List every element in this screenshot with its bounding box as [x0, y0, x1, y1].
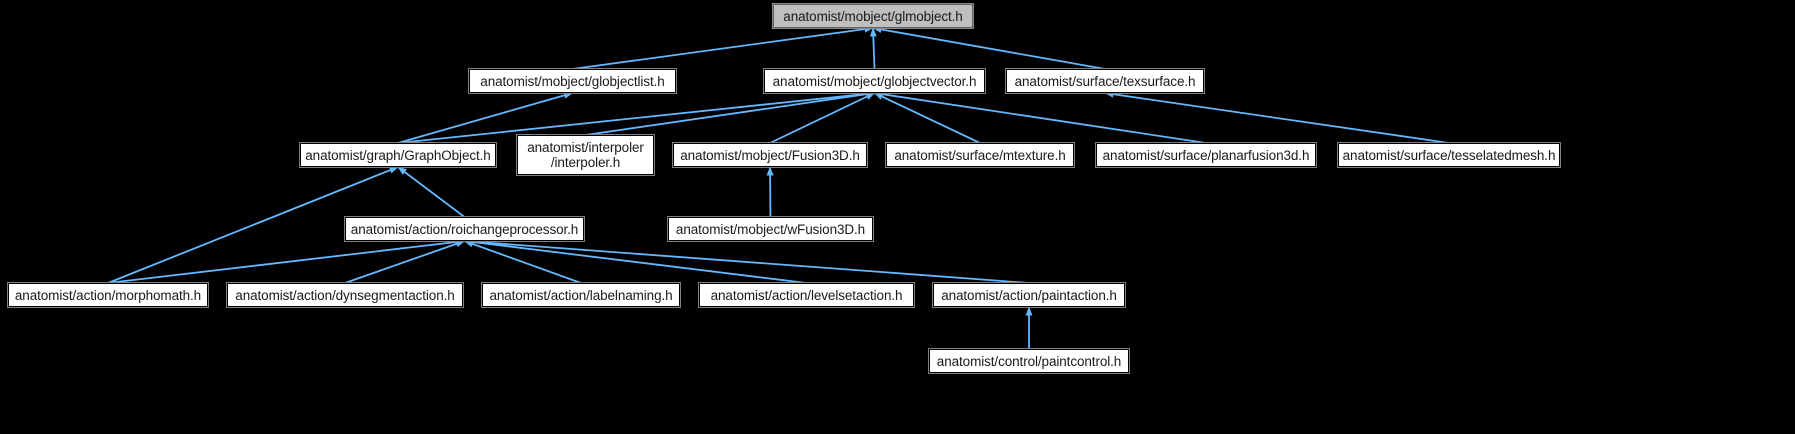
- graph-node-globjectvector[interactable]: anatomist/mobject/globjectvector.h: [763, 68, 986, 94]
- graph-edge-texsurface-to-glmobject: [872, 26, 1106, 70]
- graph-node-label: anatomist/surface/tesselatedmesh.h: [1342, 147, 1556, 163]
- graph-node-label: anatomist/interpoler /interpoler.h: [527, 140, 644, 170]
- graph-node-fusion3d[interactable]: anatomist/mobject/Fusion3D.h: [672, 142, 868, 168]
- graph-node-planarfusion3d[interactable]: anatomist/surface/planarfusion3d.h: [1095, 142, 1317, 168]
- graph-node-label: anatomist/mobject/globjectlist.h: [480, 73, 665, 89]
- graph-node-globjectlist[interactable]: anatomist/mobject/globjectlist.h: [468, 68, 677, 94]
- graph-node-label: anatomist/action/paintaction.h: [941, 287, 1117, 303]
- graph-node-morphomath[interactable]: anatomist/action/morphomath.h: [7, 282, 209, 308]
- graph-edge-tesselatedmesh-to-texsurface: [1104, 90, 1450, 144]
- graph-edge-globjectvector-to-glmobject: [869, 27, 877, 70]
- graph-node-interpoler[interactable]: anatomist/interpoler /interpoler.h: [516, 134, 655, 176]
- graph-node-wfusion3d[interactable]: anatomist/mobject/wFusion3D.h: [667, 216, 874, 242]
- graph-node-label: anatomist/surface/mtexture.h: [894, 147, 1066, 163]
- graph-edge-wfusion3d-to-fusion3d: [766, 166, 774, 218]
- graph-node-label: anatomist/action/levelsetaction.h: [710, 287, 903, 303]
- graph-edge-globjectlist-to-glmobject: [572, 25, 874, 70]
- graph-node-label: anatomist/mobject/Fusion3D.h: [680, 147, 860, 163]
- graph-edge-morphomath-to-roichange: [107, 238, 465, 284]
- graph-edge-mtexture-to-globjectvector: [874, 92, 981, 144]
- graph-node-tesselatedmesh[interactable]: anatomist/surface/tesselatedmesh.h: [1337, 142, 1561, 168]
- graph-edge-paintaction-to-roichange: [464, 238, 1030, 284]
- graph-node-label: anatomist/mobject/globjectvector.h: [772, 73, 977, 89]
- graph-node-label: anatomist/control/paintcontrol.h: [936, 353, 1122, 369]
- graph-node-label: anatomist/action/labelnaming.h: [489, 287, 673, 303]
- graph-node-labelnaming[interactable]: anatomist/action/labelnaming.h: [481, 282, 681, 308]
- graph-node-paintcontrol[interactable]: anatomist/control/paintcontrol.h: [928, 348, 1130, 374]
- graph-edge-levelset-to-roichange: [464, 238, 807, 284]
- graph-node-label: anatomist/action/roichangeprocessor.h: [350, 221, 579, 237]
- graph-edge-roichange-to-graphobject: [397, 166, 466, 218]
- graph-node-label: anatomist/action/dynsegmentaction.h: [235, 287, 455, 303]
- graph-node-label: anatomist/surface/planarfusion3d.h: [1102, 147, 1310, 163]
- graph-edge-fusion3d-to-globjectvector: [769, 92, 875, 144]
- graph-node-texsurface[interactable]: anatomist/surface/texsurface.h: [1005, 68, 1205, 94]
- graph-node-paintaction[interactable]: anatomist/action/paintaction.h: [932, 282, 1126, 308]
- graph-node-label: anatomist/graph/GraphObject.h: [305, 147, 491, 163]
- graph-edge-labelnaming-to-roichange: [464, 240, 582, 284]
- graph-edge-planarfusion3d-to-globjectvector: [874, 90, 1207, 144]
- graph-node-label: anatomist/action/morphomath.h: [14, 287, 202, 303]
- graph-node-roichange[interactable]: anatomist/action/roichangeprocessor.h: [344, 216, 585, 242]
- graph-node-label: anatomist/mobject/glmobject.h: [783, 8, 963, 24]
- graph-node-glmobject[interactable]: anatomist/mobject/glmobject.h: [772, 3, 974, 29]
- graph-node-mtexture[interactable]: anatomist/surface/mtexture.h: [885, 142, 1075, 168]
- graph-edge-interpoler-to-globjectvector: [585, 90, 875, 136]
- graph-node-label: anatomist/surface/texsurface.h: [1014, 73, 1196, 89]
- graph-node-label: anatomist/mobject/wFusion3D.h: [675, 221, 866, 237]
- graph-node-graphobject[interactable]: anatomist/graph/GraphObject.h: [299, 142, 497, 168]
- graph-edge-dynsegment-to-roichange: [344, 240, 465, 284]
- graph-node-dynsegment[interactable]: anatomist/action/dynsegmentaction.h: [226, 282, 464, 308]
- graph-node-levelset[interactable]: anatomist/action/levelsetaction.h: [698, 282, 915, 308]
